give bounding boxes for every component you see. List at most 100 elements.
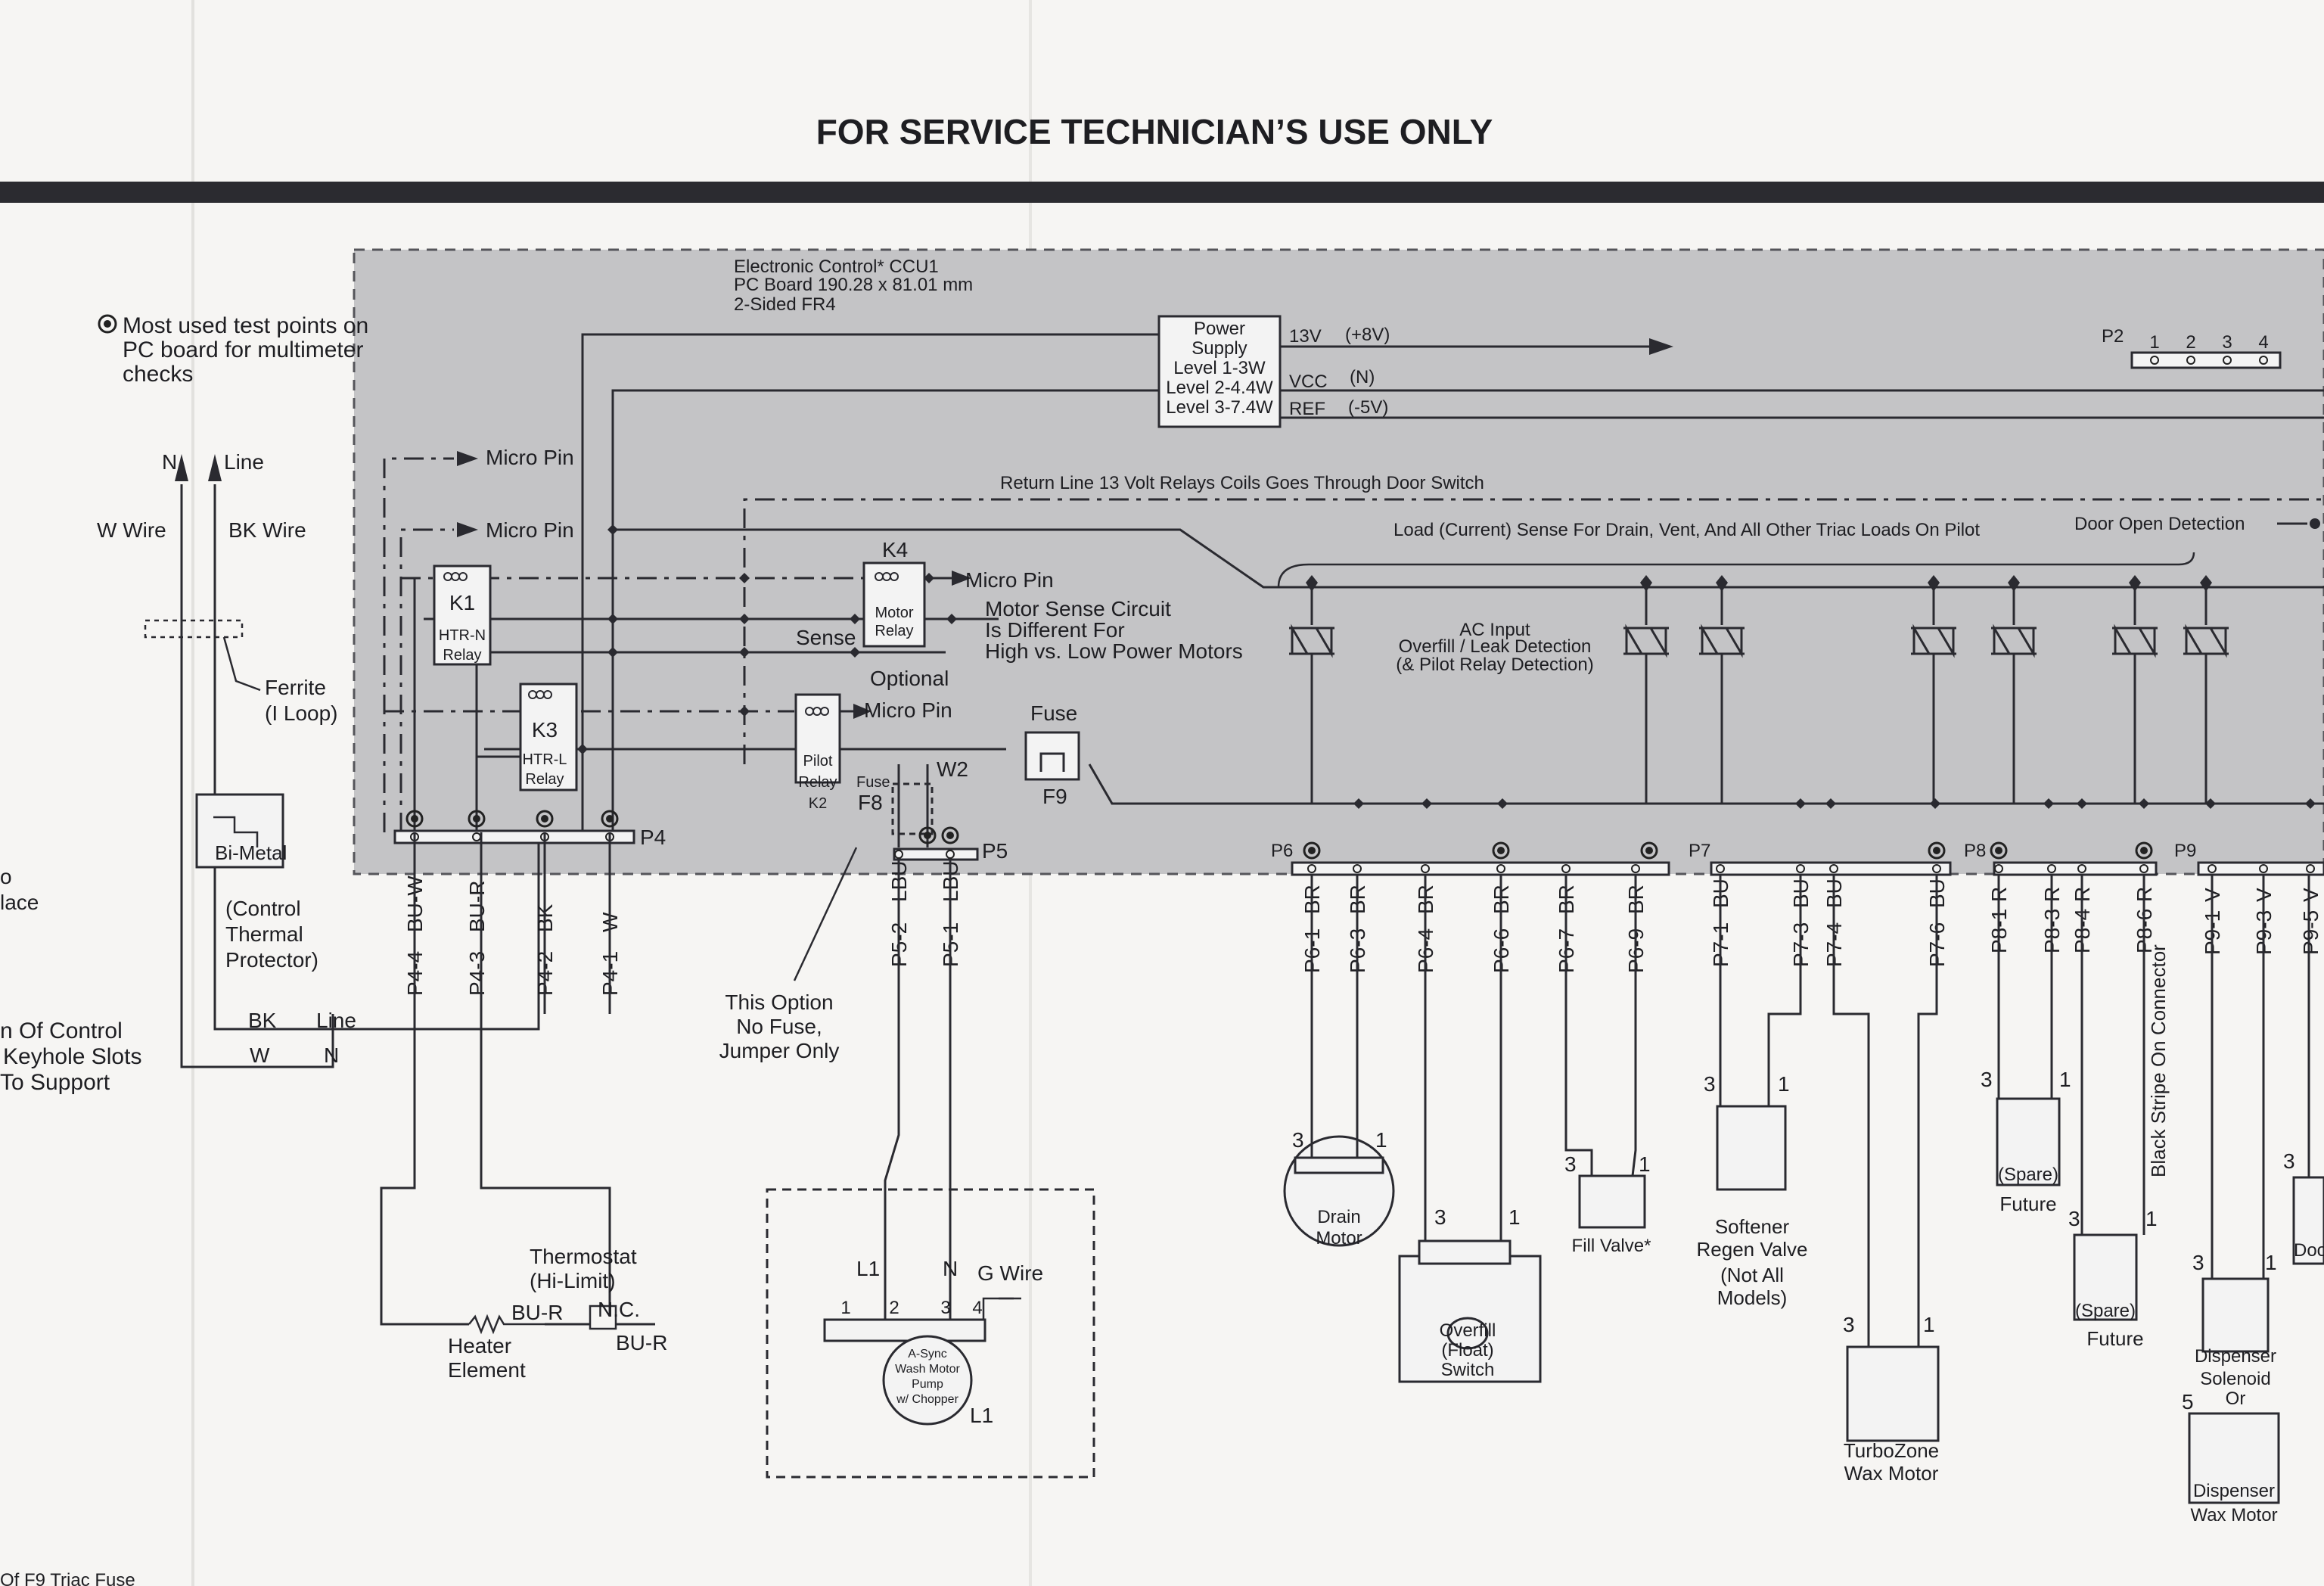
optional-label: Optional — [870, 667, 949, 690]
turbozone-motor — [1846, 1345, 1940, 1442]
control-note: PC Board 190.28 x 81.01 mm — [734, 275, 973, 295]
p5-label: P5 — [982, 839, 1008, 863]
micro-pin-label: Micro Pin — [965, 568, 1054, 592]
thermal-label: Protector) — [225, 948, 318, 972]
power-supply-text: Supply — [1192, 338, 1247, 359]
junction-dot — [1353, 798, 1364, 809]
triac-symbol — [1991, 624, 2037, 658]
line-label: Line — [224, 450, 264, 474]
fuse-f8-jumper — [891, 782, 934, 835]
relay-k4-text: Motor — [875, 605, 913, 621]
door-label: Doo — [2294, 1240, 2324, 1261]
connector-pin — [2306, 864, 2315, 873]
p9-label: P9 — [2174, 841, 2196, 861]
option-note: Jumper Only — [719, 1039, 840, 1062]
edge-text: lace — [0, 891, 39, 914]
note-line: checks — [123, 362, 193, 387]
junction-dot — [1497, 798, 1508, 809]
junction-dot — [2305, 798, 2316, 809]
term-label: 1 — [2265, 1251, 2277, 1274]
pump-text: Pump — [912, 1378, 943, 1391]
term-label: 1 — [1375, 1128, 1387, 1152]
term-label: 5 — [2182, 1390, 2194, 1413]
test-point-center — [946, 832, 954, 839]
fill-valve — [1578, 1174, 1646, 1229]
p5-connector — [893, 847, 979, 861]
overfill-label: Overfill — [1440, 1320, 1496, 1341]
relay-k1 — [433, 564, 492, 666]
junction-dot — [1825, 798, 1836, 809]
connector-pin — [946, 850, 955, 859]
test-point — [2008, 575, 2020, 592]
rail-name: VCC — [1289, 372, 1328, 392]
edge-text: n Of Control — [0, 1018, 123, 1043]
connector-pin — [1561, 864, 1571, 873]
p6-label: P6 — [1271, 841, 1293, 861]
junction-dot — [946, 614, 957, 624]
junction-dot — [2043, 798, 2054, 809]
left-edge-text: o lace n Of Control Keyhole Slots To Sup… — [0, 865, 141, 1586]
test-point-center — [924, 832, 931, 839]
note-line: PC board for multimeter — [123, 337, 363, 362]
test-point-center — [1933, 847, 1940, 854]
l1-label: L1 — [856, 1257, 880, 1280]
fuse-f8-label: Fuse — [856, 774, 890, 791]
g-wire-label: G Wire — [977, 1261, 1043, 1285]
rail-value: (N) — [1350, 367, 1375, 387]
coil-symbol — [443, 572, 468, 581]
dispenser-solenoid — [2201, 1277, 2270, 1353]
generated-layer: P4-4BU-WP4-3BU-RP4-2BKP4-1WP5-2LBUP5-1LB… — [403, 524, 2322, 1494]
junction-dot — [2205, 798, 2216, 809]
load-sense-bracket — [1277, 552, 2195, 588]
term-label: 1 — [1639, 1152, 1651, 1176]
drain-label: Drain — [1317, 1207, 1360, 1227]
junction-dot — [739, 614, 750, 624]
term-label: 3 — [2068, 1207, 2080, 1230]
junction-dot — [924, 573, 934, 583]
heater-label: Element — [448, 1358, 526, 1382]
relay-k3-text: Relay — [525, 771, 564, 788]
coil-symbol — [805, 707, 829, 716]
turbo-label: TurboZone — [1844, 1439, 1939, 1462]
coil-symbol — [875, 572, 899, 581]
dispenser-label: Wax Motor — [2190, 1505, 2277, 1525]
overfill-label: Switch — [1441, 1360, 1495, 1380]
test-point-center — [1308, 847, 1316, 854]
pump-pin: 4 — [972, 1298, 982, 1318]
relay-k4-text: Relay — [875, 623, 913, 639]
connector-pin — [1994, 864, 2003, 873]
triac-symbol — [1911, 624, 1956, 658]
pin-id: P9-5 — [2299, 910, 2322, 955]
test-point-marker — [2135, 841, 2153, 860]
triac-symbol — [1699, 624, 1745, 658]
title-rule — [0, 182, 2324, 203]
test-point-marker — [536, 810, 554, 828]
w-label: W — [250, 1043, 270, 1067]
softener-label: Softener — [1715, 1215, 1790, 1238]
connector-pin — [1496, 864, 1505, 873]
rail-name: REF — [1289, 399, 1325, 419]
softener-label: Models) — [1717, 1286, 1787, 1309]
ac-input-note: Overfill / Leak Detection — [1399, 636, 1592, 657]
ferrite-label: (I Loop) — [265, 701, 338, 725]
triac-symbol — [2183, 624, 2229, 658]
connector-pin — [1353, 864, 1362, 873]
return-line-note: Return Line 13 Volt Relays Coils Goes Th… — [1000, 473, 1484, 493]
pump-frame — [766, 1188, 1095, 1479]
relay-k2-text: Relay — [798, 774, 837, 791]
test-point-center — [473, 815, 480, 823]
overfill-label: (Float) — [1441, 1340, 1493, 1361]
term-label: 3 — [2192, 1251, 2204, 1274]
pin-id: P4-3 — [465, 951, 489, 996]
p2-label: P2 — [2102, 326, 2124, 347]
option-note: No Fuse, — [736, 1015, 822, 1038]
junction-dot — [1795, 798, 1806, 809]
term-label: 1 — [1778, 1072, 1790, 1096]
test-point-marker — [468, 810, 486, 828]
dispenser-wax-motor — [2188, 1412, 2280, 1504]
term-label: 1 — [2059, 1068, 2071, 1091]
junction-dot — [607, 614, 618, 624]
n-pump-label: N — [943, 1257, 958, 1280]
connector-pin — [1932, 864, 1941, 873]
term-label: 3 — [1564, 1152, 1577, 1176]
